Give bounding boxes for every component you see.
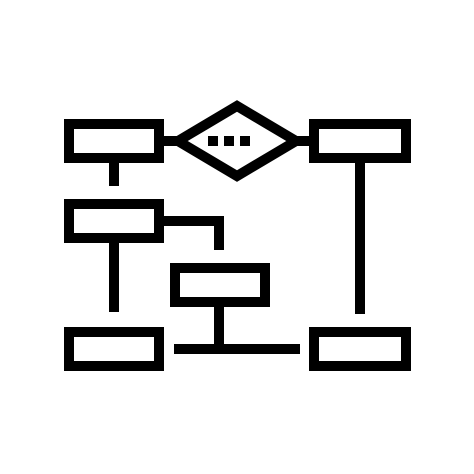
bottom-left-process-box (64, 327, 164, 371)
diamond-dot-2 (224, 136, 234, 146)
diamond-dot-1 (208, 136, 218, 146)
decision-diamond (168, 100, 306, 182)
connector-middle-elbow (159, 216, 224, 250)
bottom-right-process-box (309, 327, 411, 371)
center-process-box (170, 263, 270, 307)
top-left-process-box (64, 119, 164, 163)
diamond-dot-3 (240, 136, 250, 146)
top-right-process-box (309, 119, 411, 163)
middle-left-process-box (64, 199, 164, 243)
